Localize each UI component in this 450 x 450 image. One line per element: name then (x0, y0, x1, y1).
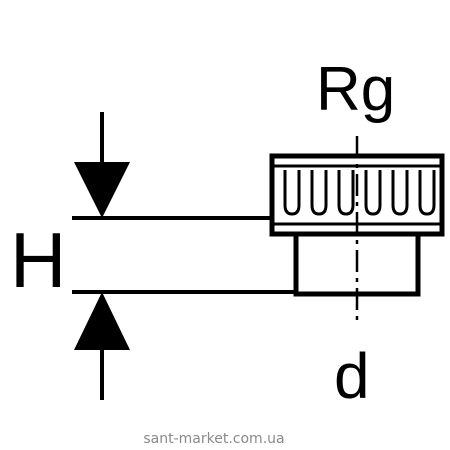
diameter-label: d (334, 340, 370, 412)
height-label: H (10, 216, 66, 304)
thread-label: Rg (316, 55, 395, 124)
watermark-text: sant-market.com.ua (143, 431, 284, 447)
top-dimension-arrow (74, 112, 130, 218)
knurl-grooves (283, 170, 436, 216)
bottom-dimension-arrow (74, 292, 130, 400)
